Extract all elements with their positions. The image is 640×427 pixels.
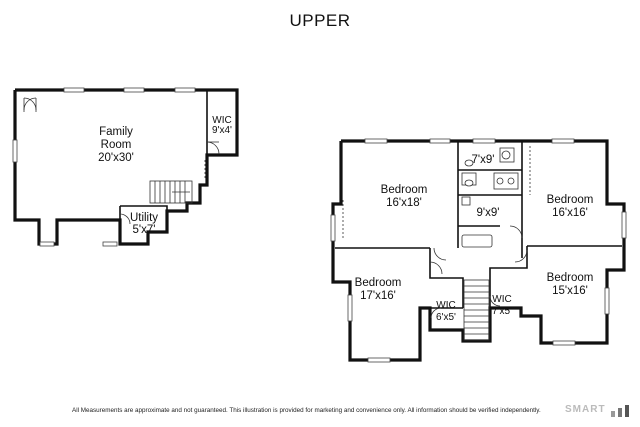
family-room-name1: Family bbox=[99, 126, 133, 138]
bedroom-stairs bbox=[463, 279, 490, 341]
family-room-size: 20'x30' bbox=[98, 152, 134, 164]
family-stairs bbox=[149, 180, 193, 204]
bedrooms-section: Bedroom 16'x18' 7'x9' 9'x9' Bedroom 16'x… bbox=[330, 138, 627, 363]
family-room-section: Family Room 20'x30' WIC 9'x4' Utility 5'… bbox=[12, 87, 239, 247]
utility-name: Utility bbox=[130, 212, 158, 224]
bed2-size: 16'x16' bbox=[552, 207, 588, 219]
wic-top-size: 9'x4' bbox=[212, 125, 232, 136]
bedrooms-outer-wall bbox=[331, 139, 626, 362]
family-room-name2: Room bbox=[101, 139, 132, 151]
bed3-name: Bedroom bbox=[355, 277, 402, 289]
bed1-size: 16'x18' bbox=[386, 197, 422, 209]
brand-bars-icon bbox=[611, 405, 629, 417]
utility-wall bbox=[120, 205, 168, 232]
plan-title: UPPER bbox=[289, 11, 351, 30]
bed2-name: Bedroom bbox=[547, 194, 594, 206]
bath2-size: 9'x9' bbox=[477, 207, 500, 219]
bed4-name: Bedroom bbox=[547, 272, 594, 284]
sink-icon bbox=[461, 196, 471, 206]
bed4-size: 15'x16' bbox=[552, 285, 588, 297]
wic-b-name: WIC bbox=[492, 294, 511, 305]
wic-a-size: 6'x5' bbox=[436, 312, 456, 323]
bed3-size: 17'x16' bbox=[360, 290, 396, 302]
disclaimer-text: All Measurements are approximate and not… bbox=[72, 407, 541, 414]
bed1-name: Bedroom bbox=[381, 184, 428, 196]
bath1-size: 7'x9' bbox=[472, 154, 495, 166]
vanity-icon bbox=[493, 172, 519, 190]
wic-b-size: 7'x5' bbox=[492, 306, 512, 317]
brand-logo: SMART bbox=[565, 404, 606, 415]
wic-a-name: WIC bbox=[436, 300, 455, 311]
wic-top-name: WIC bbox=[212, 115, 231, 126]
family-outer-wall bbox=[13, 88, 239, 246]
utility-size: 5'x7' bbox=[133, 224, 156, 236]
bathtub-icon bbox=[461, 234, 493, 248]
